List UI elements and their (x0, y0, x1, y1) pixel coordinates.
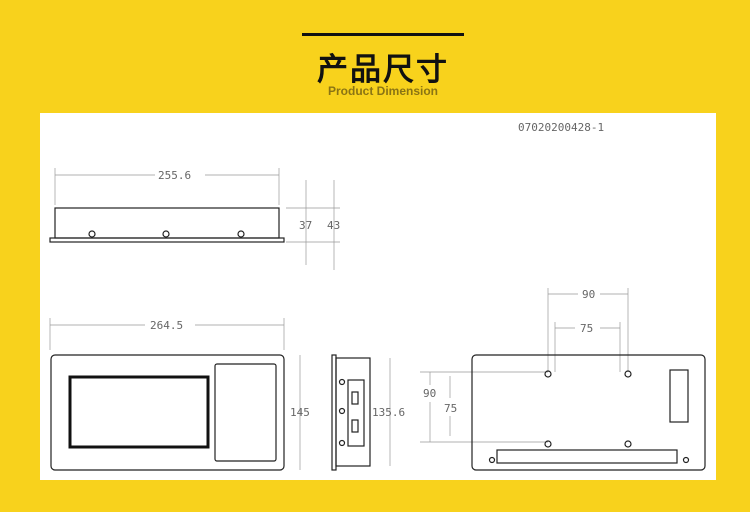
rear-view: 90 75 90 75 (420, 288, 706, 471)
dim-rear-h-90: 90 (582, 288, 595, 301)
dim-rear-v-90: 90 (423, 387, 436, 400)
drawing-panel (40, 113, 716, 480)
dim-front-height: 145 (290, 406, 310, 419)
dim-depth-43: 43 (327, 219, 340, 232)
dim-depth-37: 37 (299, 219, 312, 232)
side-view: 135.6 (331, 354, 405, 471)
dim-side-height: 135.6 (372, 406, 405, 419)
title-divider (302, 33, 464, 36)
drawing-number: 07020200428-1 (518, 121, 604, 134)
front-view: 264.5 145 (49, 318, 310, 471)
dim-rear-v-75: 75 (444, 402, 457, 415)
page-title: 产品尺寸 (317, 52, 449, 88)
top-view: 255.6 37 43 (49, 168, 340, 270)
page-subtitle: Product Dimension (327, 84, 438, 98)
dim-top-width: 255.6 (158, 169, 191, 182)
dim-rear-h-75: 75 (580, 322, 593, 335)
dim-front-width: 264.5 (150, 319, 183, 332)
